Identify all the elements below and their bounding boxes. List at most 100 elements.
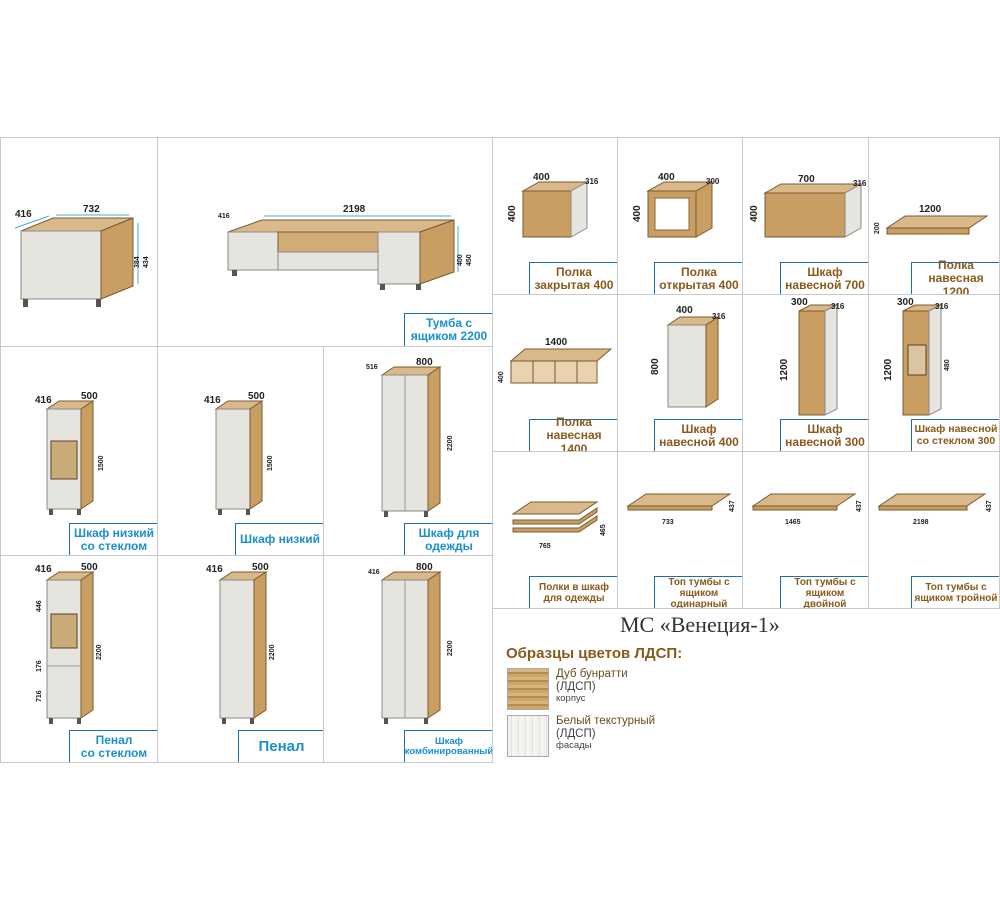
top-odin-drawing: 733 437 [626, 493, 736, 526]
svg-text:200: 200 [874, 222, 881, 234]
svg-text:800: 800 [416, 357, 433, 368]
item-tumba-800[interactable]: 416 732 384 434 [0, 137, 158, 347]
svg-text:2198: 2198 [913, 519, 929, 526]
svg-text:400: 400 [749, 205, 760, 222]
dim-h1: 384 [134, 256, 141, 268]
svg-text:1200: 1200 [919, 204, 942, 215]
svg-text:1465: 1465 [785, 519, 801, 526]
svg-text:1500: 1500 [267, 455, 274, 471]
page-title: МС «Венеция-1» [620, 612, 780, 637]
svg-text:516: 516 [366, 364, 378, 371]
top-troy-drawing: 2198 437 [877, 493, 993, 526]
svg-text:400: 400 [658, 172, 675, 183]
svg-text:400: 400 [507, 205, 518, 222]
item-shkaf-nizkiy[interactable]: 416 500 1500 Шкаф низкий [157, 346, 324, 556]
svg-text:416: 416 [35, 564, 52, 575]
polka-nav-1400-drawing: 1400 400 [498, 337, 613, 384]
svg-text:2200: 2200 [96, 644, 103, 660]
svg-text:300: 300 [706, 177, 720, 186]
svg-text:400: 400 [533, 172, 550, 183]
svg-text:1500: 1500 [98, 455, 105, 471]
svg-text:500: 500 [81, 562, 98, 573]
svg-text:446: 446 [36, 600, 43, 612]
dim-h1: 400 [457, 254, 464, 266]
dim-h2: 450 [466, 254, 473, 266]
svg-text:400: 400 [498, 371, 505, 383]
svg-text:316: 316 [935, 302, 949, 311]
svg-text:316: 316 [712, 312, 726, 321]
shkaf-nizkiy-drawing: 416 500 1500 [204, 391, 274, 515]
item-label: Шкаф низкий [235, 523, 323, 555]
top-dvoy-drawing: 1465 437 [751, 493, 863, 526]
dim-depth: 416 [15, 209, 32, 220]
svg-text:437: 437 [729, 500, 736, 512]
svg-text:416: 416 [35, 395, 52, 406]
penal-drawing: 416 500 2200 [206, 562, 276, 724]
svg-text:2200: 2200 [269, 644, 276, 660]
penal-steklo-drawing: 416 500 446 176 716 2200 [35, 562, 103, 724]
polki-v-shkaf-drawing: 765 465 [511, 501, 607, 550]
svg-text:316: 316 [853, 179, 867, 188]
swatch-oak-text: Дуб бунратти (ЛДСП) корпус [556, 668, 628, 705]
polka-zakr-400-drawing: 400 316 400 [507, 172, 599, 238]
svg-text:465: 465 [600, 524, 607, 536]
svg-text:716: 716 [36, 690, 43, 702]
svg-text:400: 400 [632, 205, 643, 222]
svg-text:800: 800 [650, 358, 661, 375]
svg-text:700: 700 [798, 174, 815, 185]
item-label: Пенал [238, 730, 323, 762]
svg-text:500: 500 [248, 391, 265, 402]
svg-text:316: 316 [831, 302, 845, 311]
svg-text:300: 300 [897, 297, 914, 308]
svg-text:1400: 1400 [545, 337, 568, 348]
svg-text:2200: 2200 [447, 435, 454, 451]
polka-nav-1200-drawing: 1200 200 [874, 204, 989, 235]
tumba-2200-drawing: 416 2198 400 450 [218, 204, 473, 290]
svg-text:480: 480 [944, 359, 951, 371]
svg-text:733: 733 [662, 519, 674, 526]
svg-text:437: 437 [856, 500, 863, 512]
tumba-800-drawing: 416 732 384 434 [14, 204, 150, 307]
shkaf-nav-steklo-300-drawing: 300 316 1200 480 [883, 297, 951, 416]
swatch-white [507, 715, 549, 757]
item-penal[interactable]: 416 500 2200 Пенал [157, 555, 324, 763]
samples-heading: Образцы цветов ЛДСП: [506, 645, 683, 662]
swatch-white-text: Белый текстурный (ЛДСП) фасады [556, 715, 656, 752]
svg-text:300: 300 [791, 297, 808, 308]
dim-h2: 434 [143, 256, 150, 268]
shkaf-nav-300-drawing: 300 316 1200 [779, 297, 845, 416]
svg-text:1200: 1200 [883, 358, 894, 381]
svg-text:416: 416 [206, 564, 223, 575]
shkaf-komb-drawing: 416 800 2200 [368, 562, 454, 724]
